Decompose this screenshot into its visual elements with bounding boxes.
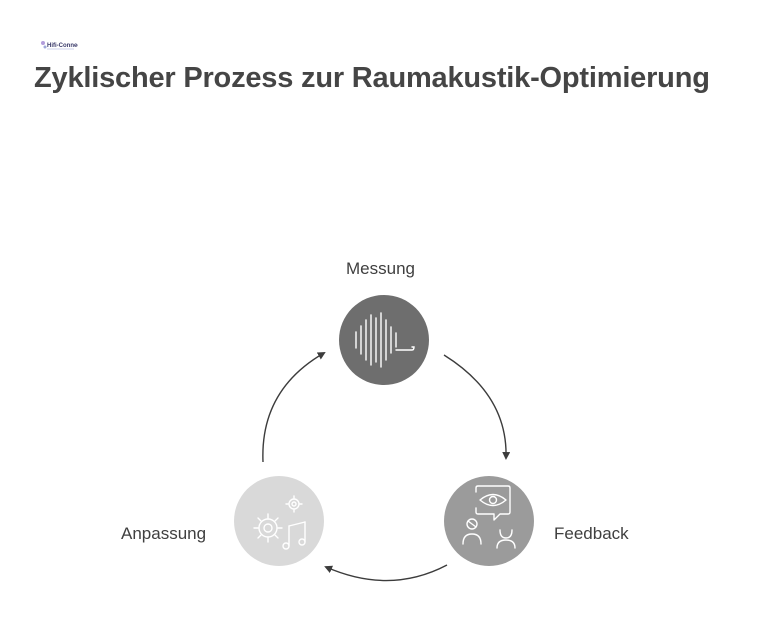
arrow-anpassung-to-messung: [262, 351, 326, 463]
page-title: Zyklischer Prozess zur Raumakustik-Optim…: [34, 62, 710, 94]
step-feedback-label: Feedback: [554, 524, 629, 543]
step-anpassung-node: [234, 476, 324, 566]
step-messung-node: [339, 295, 429, 385]
eye-feedback-icon: [462, 485, 516, 549]
svg-text:Hifi-Connect: Hifi-Connect: [47, 43, 78, 49]
step-messung-label: Messung: [346, 259, 415, 278]
arrow-messung-to-feedback: [443, 354, 511, 460]
gears-music-icon: [253, 495, 306, 550]
arrow-feedback-to-anpassung: [324, 564, 448, 582]
logo: Hifi-Connect: [41, 41, 78, 50]
sound-wave-icon: [355, 312, 415, 368]
step-anpassung-label: Anpassung: [121, 524, 207, 543]
step-feedback-node: [444, 476, 534, 566]
